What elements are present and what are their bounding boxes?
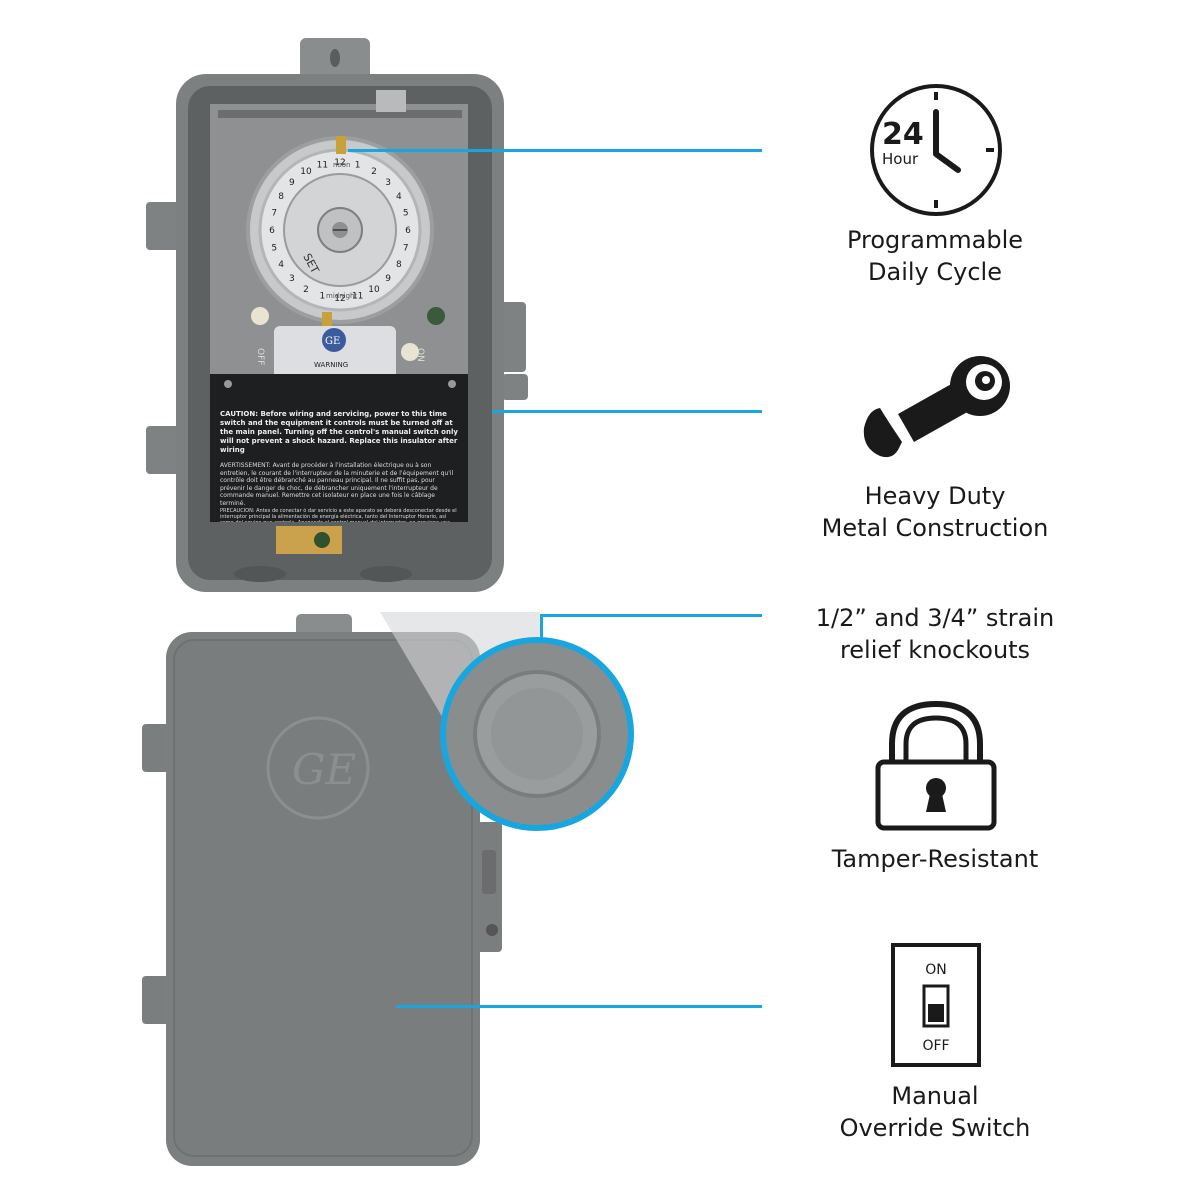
warning-title: WARNING [314, 361, 348, 369]
feature-label-tamper: Tamper-Resistant [831, 845, 1039, 873]
feature-label-knockouts: 1/2” and 3/4” strain relief knockouts [815, 604, 1055, 664]
dial-number: 7 [403, 244, 409, 254]
precaucion-text: PRECAUCION: Antes de conectar ó dar serv… [220, 508, 457, 522]
dial-number: 4 [396, 192, 402, 202]
callout-line-cover [396, 1005, 762, 1008]
caution-text: CAUTION: Before wiring and servicing, po… [220, 410, 458, 454]
clock-24-text: 24 [882, 117, 924, 152]
metal-bolt-icon [858, 352, 1018, 472]
dial-number: 8 [278, 192, 284, 202]
dial-number: 3 [289, 274, 295, 284]
dial-number: 10 [368, 285, 380, 295]
dial-number: 2 [371, 167, 377, 177]
dial-number: 4 [278, 260, 284, 270]
callout-line-knockout-drop [540, 614, 543, 638]
dial-number: 11 [317, 160, 328, 170]
svg-text:GE: GE [325, 336, 340, 347]
knockout-zoom [380, 610, 650, 840]
toggle-switch-icon: ON OFF [890, 942, 982, 1068]
feature-label-heavy-duty: Heavy Duty Metal Construction [821, 482, 1049, 542]
callout-line-dial [348, 149, 762, 152]
dial-number: 10 [300, 167, 312, 177]
dial-number: 12 [334, 158, 345, 168]
feature-label-override: Manual Override Switch [839, 1082, 1031, 1142]
dial-number: 2 [303, 285, 309, 295]
dial-number: 3 [385, 178, 391, 188]
clock-hour-text: Hour [882, 150, 919, 168]
dial-number: 8 [396, 260, 402, 270]
dial-number: 6 [405, 226, 411, 236]
callout-line-knockout [540, 614, 762, 617]
switch-off-side: OFF [255, 348, 265, 365]
feature-label-programmable: Programmable Daily Cycle [846, 226, 1023, 286]
dial-midnight-label: midnight [326, 292, 357, 300]
ge-logo-emboss: GE [266, 716, 370, 820]
callout-line-metal [492, 410, 762, 413]
closed-enclosure: GE [140, 612, 540, 1172]
switch-on-label: ON [925, 962, 947, 978]
dial-number: 5 [271, 244, 277, 254]
dial-number: 1 [355, 160, 361, 170]
dial-number: 7 [271, 208, 277, 218]
dial-number: 9 [385, 274, 391, 284]
avertissement-text: AVERTISSEMENT: Avant de procéder à l'ins… [220, 462, 454, 506]
switch-off-label: OFF [922, 1038, 949, 1054]
dial-number: 11 [352, 292, 363, 302]
svg-text:GE: GE [292, 745, 356, 794]
switch-on-side: ON [415, 348, 425, 362]
timer-dial[interactable] [246, 136, 434, 324]
dial-number: 5 [403, 208, 409, 218]
clock-24-icon: 24 Hour [868, 82, 1004, 218]
dial-number: 12 [334, 294, 345, 304]
padlock-icon [874, 700, 998, 832]
dial-number: 1 [320, 292, 326, 302]
dial-noon-label: noon [333, 161, 350, 169]
dial-number: 9 [289, 178, 295, 188]
dial-number: 6 [269, 226, 275, 236]
